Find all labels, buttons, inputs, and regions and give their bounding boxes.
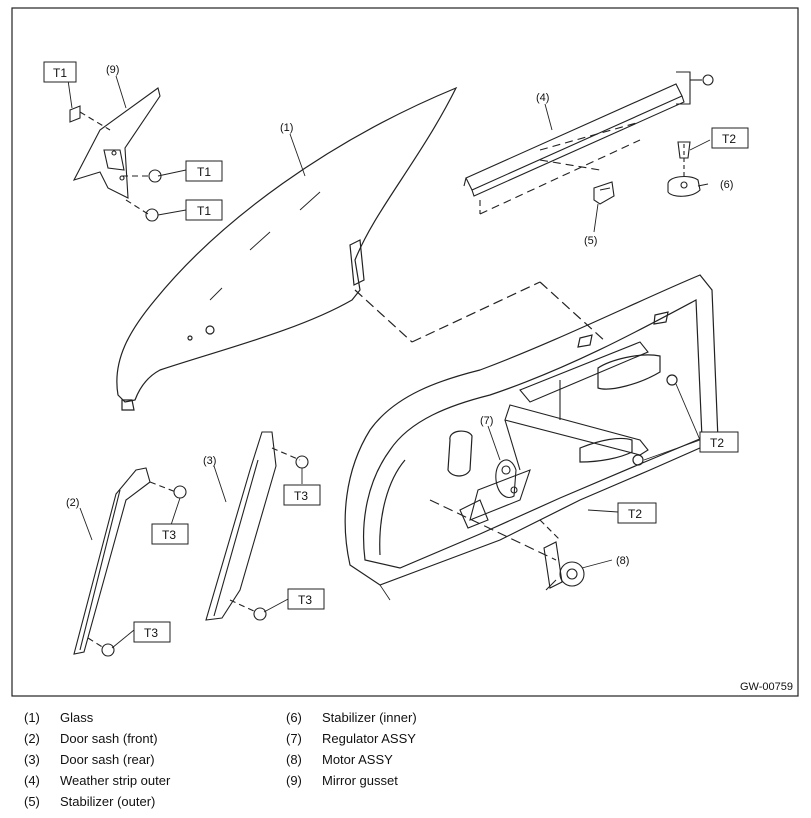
stabilizer-inner-part — [667, 141, 701, 197]
callout-5: (5) — [584, 235, 597, 247]
callout-7: (7) — [480, 415, 493, 427]
legend-number: (6) — [286, 710, 302, 725]
figure-id: GW-00759 — [740, 681, 793, 693]
callout-3: (3) — [203, 455, 216, 467]
legend-label: Door sash (front) — [60, 731, 158, 746]
torque-label-t2: T2 — [628, 507, 642, 521]
glass-part — [116, 86, 607, 411]
torque-boxes: T1 T1 T1 T2 T2 T2 T3 T3 T3 T3 — [43, 61, 749, 643]
torque-label-t1: T1 — [197, 204, 211, 218]
torque-label-t1: T1 — [53, 66, 67, 80]
legend-label: Glass — [60, 710, 94, 725]
mirror-gusset-part — [69, 87, 162, 222]
callout-1: (1) — [280, 122, 293, 134]
motor-part — [429, 499, 585, 591]
torque-label-t2: T2 — [710, 436, 724, 450]
legend-number: (8) — [286, 752, 302, 767]
callout-8: (8) — [616, 555, 629, 567]
torque-label-t2: T2 — [722, 132, 736, 146]
weather-strip-part — [463, 71, 714, 215]
callout-9: (9) — [106, 64, 119, 76]
door-panel-part — [344, 274, 719, 601]
callout-2: (2) — [66, 497, 79, 509]
legend-number: (3) — [24, 752, 40, 767]
legend-number: (2) — [24, 731, 40, 746]
legend-label: Stabilizer (inner) — [322, 710, 417, 725]
stabilizer-outer-part — [593, 181, 615, 205]
legend-number: (5) — [24, 794, 40, 809]
torque-label-t1: T1 — [197, 165, 211, 179]
legend-label: Motor ASSY — [322, 752, 393, 767]
torque-label-t3: T3 — [162, 528, 176, 542]
torque-label-t3: T3 — [294, 489, 308, 503]
callout-6: (6) — [720, 179, 733, 191]
door-sash-rear-part — [205, 431, 309, 621]
legend-label: Door sash (rear) — [60, 752, 155, 767]
callout-4: (4) — [536, 92, 549, 104]
legend-number: (9) — [286, 773, 302, 788]
legend-label: Regulator ASSY — [322, 731, 416, 746]
exploded-parts-diagram: (1) (9) (4) (5) (6) (7) (8) (2) (3) T1 T… — [11, 7, 799, 697]
callout-numbers: (1) (9) (4) (5) (6) (7) (8) (2) (3) — [66, 64, 733, 567]
legend-label: Mirror gusset — [322, 773, 398, 788]
legend-label: Weather strip outer — [60, 773, 171, 788]
legend-label: Stabilizer (outer) — [60, 794, 156, 809]
legend-number: (1) — [24, 710, 40, 725]
torque-label-t3: T3 — [298, 593, 312, 607]
legend-number: (7) — [286, 731, 302, 746]
legend-number: (4) — [24, 773, 40, 788]
parts-legend: (1) Glass (2) Door sash (front) (3) Door… — [0, 700, 811, 818]
diagram-frame — [11, 7, 799, 697]
regulator-part — [459, 341, 649, 529]
door-sash-front-part — [73, 467, 187, 657]
leader-lines — [67, 75, 711, 649]
torque-label-t3: T3 — [144, 626, 158, 640]
